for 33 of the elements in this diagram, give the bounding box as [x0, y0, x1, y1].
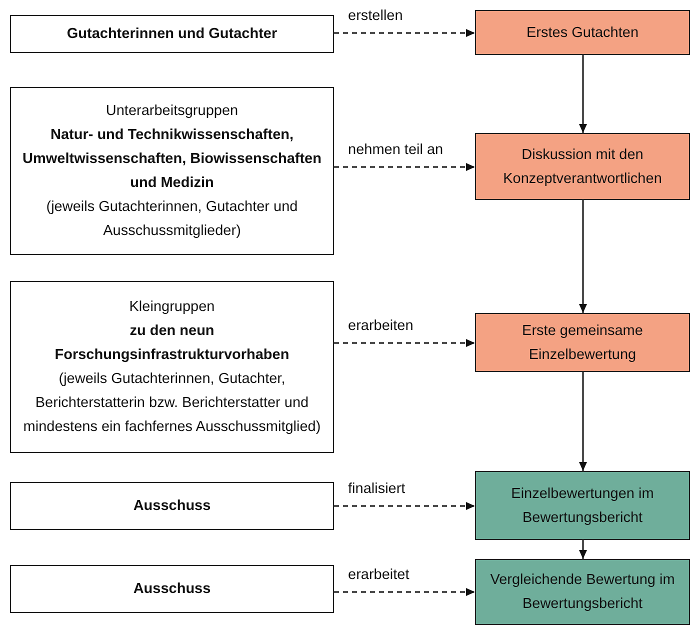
process-box [475, 471, 690, 540]
arrow [579, 372, 587, 471]
box-text: (jeweils Gutachterinnen, Gutachter und Ausschussmitglieder) [45, 198, 299, 241]
box-text: Diskussion mit den Konzeptverantwortlichen [502, 146, 663, 188]
box-text: zu den neun Forschungsinfrastrukturvorhaben [54, 322, 290, 365]
box-text: Kleingruppen [129, 298, 215, 317]
process-box [475, 559, 690, 625]
box-text: (jeweils Gutachterinnen, Gutachter, Berichterstatterin bzw. Berichterstatter und mindestens ein fachfernes Ausschussmitglied) [22, 370, 322, 437]
box-text: Unterarbeitsgruppen [106, 102, 238, 121]
arrow [579, 540, 587, 559]
arrow [334, 163, 475, 171]
arrow [334, 502, 475, 510]
group-box [10, 15, 334, 53]
box-text: Ausschuss [133, 497, 211, 516]
group-box [10, 281, 334, 453]
box-text: Natur- und Technikwissenschaften, Umweltwissenschaften, Biowissenschaften und Medizin [22, 126, 322, 193]
arrow [334, 29, 475, 37]
process-box [475, 10, 690, 55]
box-text: Vergleichende Bewertung im Bewertungsbericht [489, 571, 676, 614]
group-box [10, 565, 334, 613]
arrow [579, 55, 587, 133]
arrow [334, 339, 475, 347]
box-text: Gutachterinnen und Gutachter [66, 25, 278, 44]
process-box [475, 133, 690, 200]
box-text: Einzelbewertungen im Bewertungsbericht [510, 484, 655, 528]
group-box [10, 87, 334, 255]
box-text: Erste gemeinsame Einzelbewertung [521, 322, 644, 364]
group-box [10, 482, 334, 530]
arrow [579, 200, 587, 313]
box-text: Erstes Gutachten [526, 24, 639, 42]
process-box [475, 313, 690, 372]
arrow [334, 588, 475, 596]
box-text: Ausschuss [133, 580, 211, 599]
